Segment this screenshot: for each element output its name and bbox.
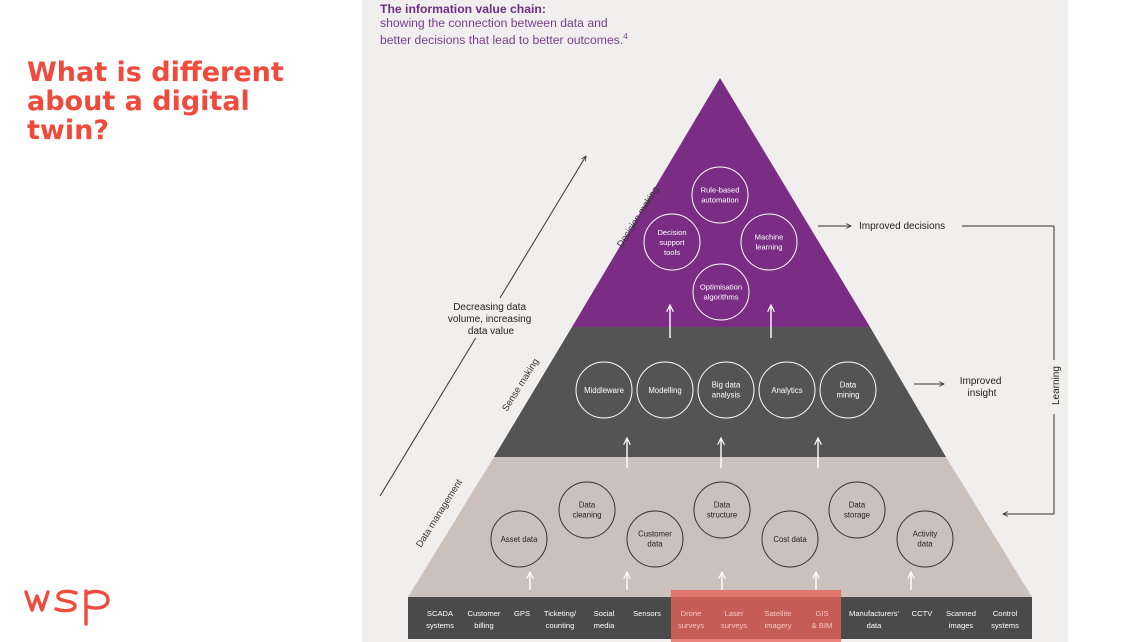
decision-item-line: learning	[755, 243, 782, 252]
decision-item-line: Rule-based	[701, 186, 740, 195]
figure-heading: The information value chain: showing the…	[380, 2, 640, 47]
learning-label: Learning	[1051, 366, 1062, 405]
improved-decisions-label: Improved decisions	[859, 221, 945, 232]
data-item-line: Data	[849, 501, 866, 510]
decision-item-line: Decision	[657, 228, 686, 237]
highlighted-sources	[671, 590, 841, 642]
sense-item: Modelling	[636, 361, 694, 419]
up-arrows	[530, 305, 911, 590]
wsp-logo	[24, 589, 110, 626]
source-label: Ticketing/counting	[544, 609, 577, 630]
data-item-line: Activity	[913, 530, 938, 539]
data-item-label: Asset data	[501, 535, 539, 544]
figure-caption: showing the connection between data and …	[380, 16, 624, 48]
data-item-line: Data	[714, 501, 731, 510]
improved-insight-label: Improved insight	[960, 376, 1004, 399]
decision-item-line: automation	[701, 196, 739, 205]
decision-item-line: Optimisation	[700, 283, 742, 292]
data-item-line: data	[647, 540, 663, 549]
sense-item: Middleware	[575, 361, 633, 419]
data-item-line: cleaning	[572, 511, 601, 520]
value-gradient-label: Decreasing data volume, increasing data …	[438, 298, 546, 338]
data-item-line: data	[917, 540, 933, 549]
slide-title: What is different about a digital twin?	[27, 57, 284, 146]
decision-item-line: support	[659, 238, 685, 247]
sense-item-line: Big data	[712, 381, 741, 390]
data-item-line: structure	[707, 511, 737, 520]
gradient-line: Decreasing data	[453, 302, 526, 313]
data-item: Cost data	[761, 510, 819, 568]
sense-item-line: Data	[840, 381, 857, 390]
sense-item-label: Analytics	[771, 386, 802, 395]
sense-item-label: Modelling	[648, 386, 681, 395]
data-item-label: Cost data	[773, 535, 807, 544]
decision-item-line: Machine	[755, 233, 784, 242]
sense-item-line: mining	[837, 391, 860, 400]
gradient-line: volume, increasing	[448, 314, 531, 325]
decision-item-line: tools	[664, 248, 680, 257]
decision-making-tier	[572, 78, 870, 327]
svg-text:Decreasing data volume,: Decreasing data volume, increasing data …	[448, 302, 534, 337]
sense-item: Analytics	[758, 361, 816, 419]
sense-item-label: Middleware	[584, 386, 624, 395]
sense-making-tier	[494, 327, 946, 457]
decision-item-line: algorithms	[703, 293, 738, 302]
gradient-line: data value	[468, 326, 515, 337]
data-item-line: Customer	[638, 530, 672, 539]
figure-footnote: 4	[623, 32, 628, 41]
data-item: Asset data	[490, 510, 548, 568]
source-label: Sensors	[633, 609, 661, 618]
figure-title: The information value chain:	[380, 2, 546, 16]
sense-item-line: analysis	[712, 391, 740, 400]
source-label: CCTV	[912, 609, 934, 618]
data-item-line: Data	[579, 501, 596, 510]
source-label: Manufacturers'data	[849, 609, 900, 630]
source-label: GPS	[514, 609, 530, 618]
data-item-line: storage	[844, 511, 870, 520]
data-management-tier	[408, 457, 1032, 597]
source-label: GIS& BIM	[812, 609, 833, 630]
